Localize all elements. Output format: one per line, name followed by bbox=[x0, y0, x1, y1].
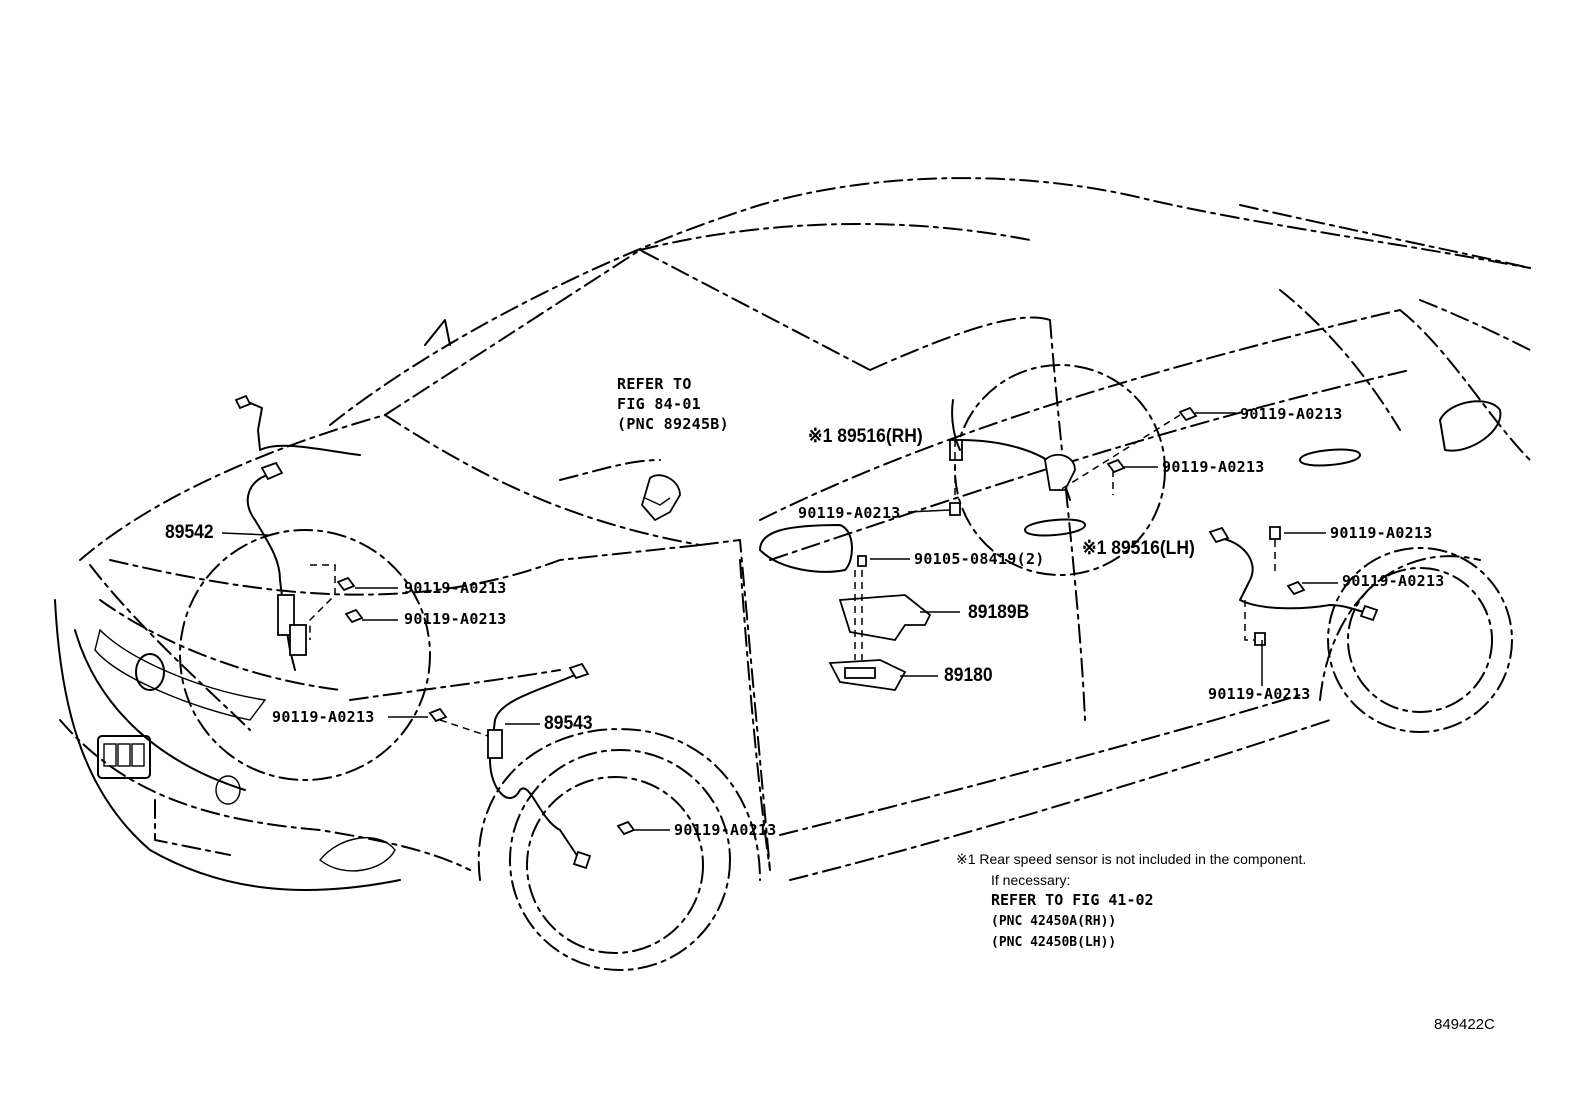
bolt-label-lh-3: 90119-A0213 bbox=[1208, 685, 1311, 703]
bolt-label-front-1: 90119-A0213 bbox=[404, 579, 507, 597]
note-line-2: If necessary: bbox=[991, 872, 1071, 888]
part-label-89180: 89180 bbox=[944, 665, 993, 686]
bolt-label-rh-mid: 90119-A0213 bbox=[1162, 458, 1265, 476]
bolt-label-lh-2: 90119-A0213 bbox=[1342, 572, 1445, 590]
bolt-label-rh-left: 90119-A0213 bbox=[798, 504, 901, 522]
figure-code: 849422C bbox=[1434, 1016, 1495, 1033]
bolt-label-front-2: 90119-A0213 bbox=[404, 610, 507, 628]
part-label-89516-rh: ※1 89516(RH) bbox=[808, 426, 923, 447]
car-body bbox=[54, 177, 1531, 971]
bolt-label-90105: 90105-08419(2) bbox=[914, 550, 1045, 568]
bolt-label-lh-1: 90119-A0213 bbox=[1330, 524, 1433, 542]
part-label-89542: 89542 bbox=[165, 522, 214, 543]
refer-fig-84-line2: FIG 84-01 bbox=[617, 395, 701, 413]
leader-lines bbox=[221, 412, 1338, 831]
parts bbox=[234, 394, 1379, 870]
part-label-89516-lh: ※1 89516(LH) bbox=[1082, 538, 1195, 559]
bolt-label-rh-top: 90119-A0213 bbox=[1240, 405, 1343, 423]
note-line-3: REFER TO FIG 41-02 bbox=[991, 891, 1154, 909]
bolt-label-front-3: 90119-A0213 bbox=[272, 708, 375, 726]
note-line-1: ※1 Rear speed sensor is not included in … bbox=[956, 851, 1307, 867]
part-label-89189b: 89189B bbox=[968, 602, 1030, 623]
bolt-label-front-wheel: 90119-A0213 bbox=[674, 821, 777, 839]
refer-fig-84-line1: REFER TO bbox=[617, 375, 692, 393]
refer-fig-84-line3: (PNC 89245B) bbox=[617, 415, 729, 433]
note-line-4: (PNC 42450A(RH)) bbox=[991, 914, 1117, 929]
part-label-89543: 89543 bbox=[544, 713, 593, 734]
note-line-5: (PNC 42450B(LH)) bbox=[991, 935, 1117, 950]
